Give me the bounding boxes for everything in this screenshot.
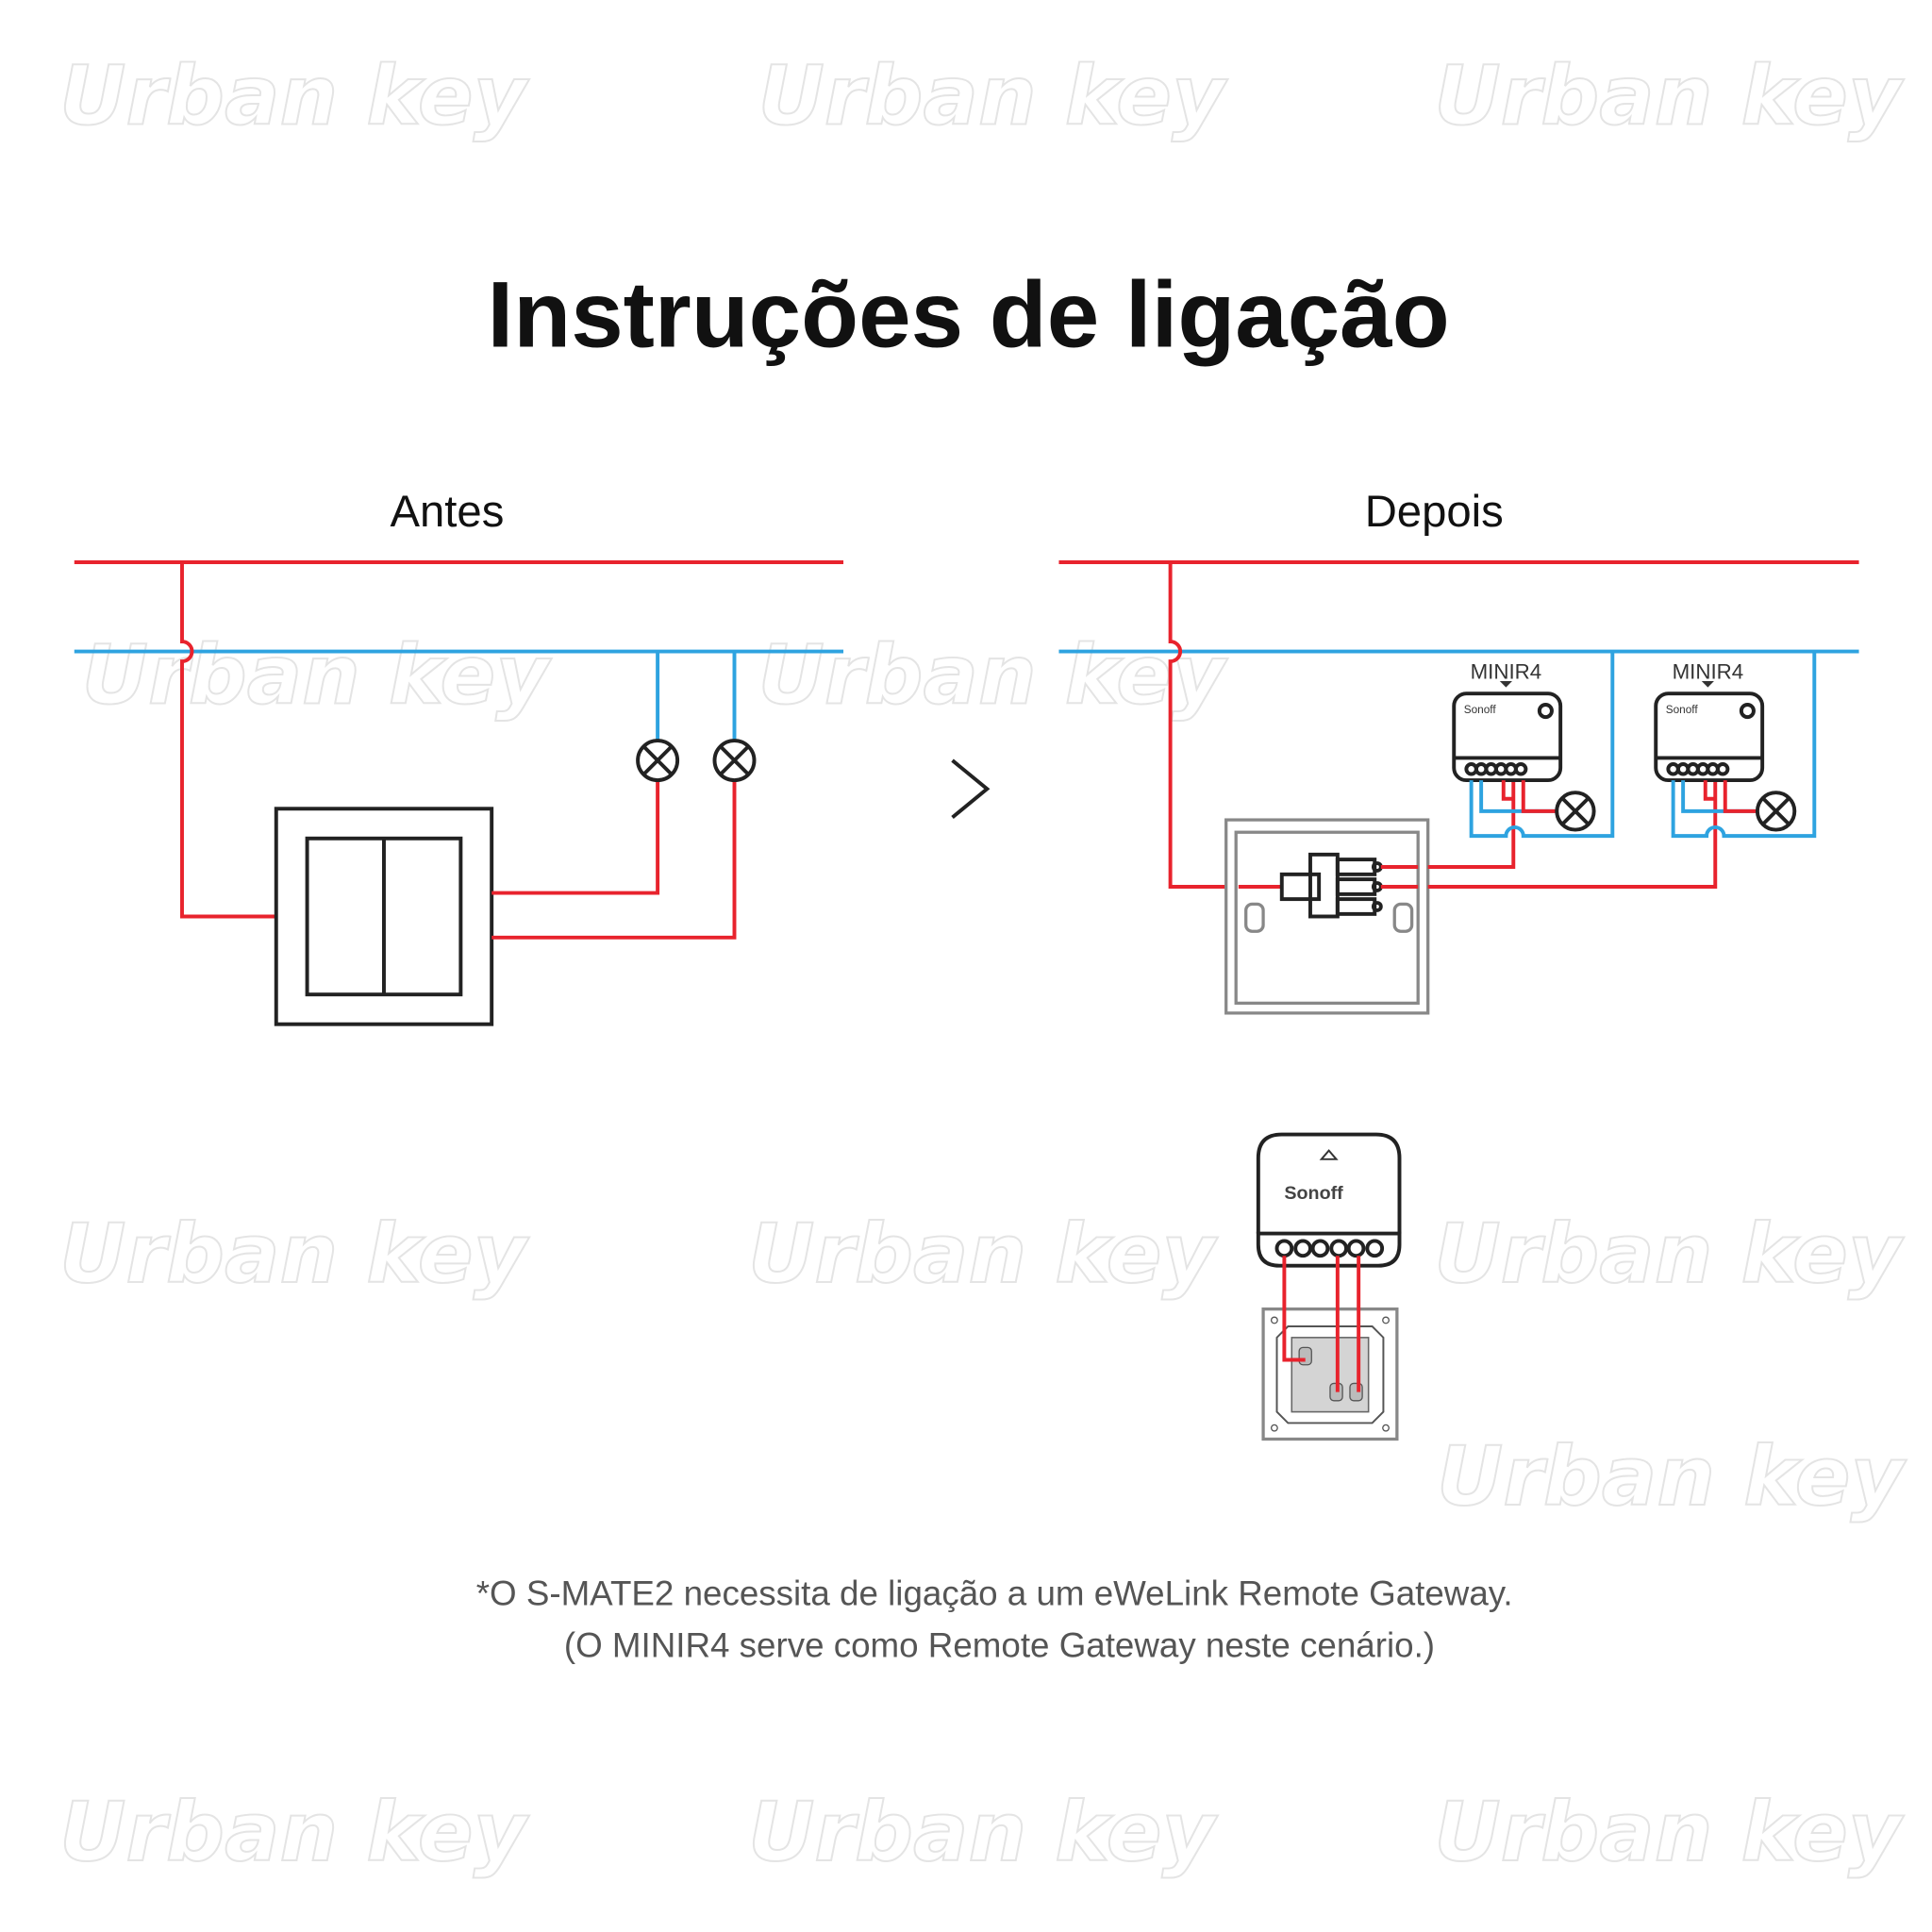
brand-logo: Sonoff [1464,703,1497,716]
lamp-live-wires [491,780,737,940]
watermark: Urban key [758,49,1228,143]
after-diagram: MINIR4 Sonoff MINIR4 Sonoff [1058,560,1859,1441]
module-label: MINIR4 [1673,659,1744,683]
module-live-wire [1427,780,1718,889]
watermarks: Urban key Urban key Urban key Urban key … [58,48,1907,1881]
watermark: Urban key [1437,1430,1907,1524]
watermark: Urban key [1434,1786,1905,1880]
live-drop-wire [1168,562,1226,889]
lamp-neutral-wires [656,651,737,741]
s-mate2-device: Sonoff [1256,1132,1402,1268]
switch-wires [1282,1256,1361,1392]
brand-logo: Sonoff [1284,1183,1343,1204]
watermark: Urban key [748,1786,1219,1880]
watermark: Urban key [82,629,553,724]
double-switch [274,807,494,1026]
live-drop-wire [180,562,276,919]
after-label: Depois [1365,487,1504,537]
watermark: Urban key [1434,49,1905,143]
before-label: Antes [391,487,505,537]
watermark: Urban key [59,49,530,143]
watermark: Urban key [59,1786,530,1880]
minir4-module: MINIR4 Sonoff [1654,651,1817,839]
chevron-right-icon [951,758,991,819]
page-title: Instruções de ligação [488,263,1450,368]
footnote-line-1: *O S-MATE2 necessita de ligação a um eWe… [476,1574,1513,1612]
wall-switch [1261,1307,1399,1441]
watermark: Urban key [758,629,1228,724]
wall-box [1224,818,1430,1015]
module-live-wire [1427,780,1516,869]
watermark: Urban key [748,1208,1219,1302]
before-diagram [74,560,844,1026]
lamp-icon [712,739,757,783]
lamp-icon [636,739,680,783]
brand-logo: Sonoff [1666,703,1699,716]
watermark: Urban key [1434,1208,1905,1302]
minir4-module: MINIR4 Sonoff [1452,651,1615,839]
watermark: Urban key [59,1208,530,1302]
footnote-line-2: (O MINIR4 serve como Remote Gateway nest… [564,1626,1435,1665]
module-label: MINIR4 [1471,659,1542,683]
